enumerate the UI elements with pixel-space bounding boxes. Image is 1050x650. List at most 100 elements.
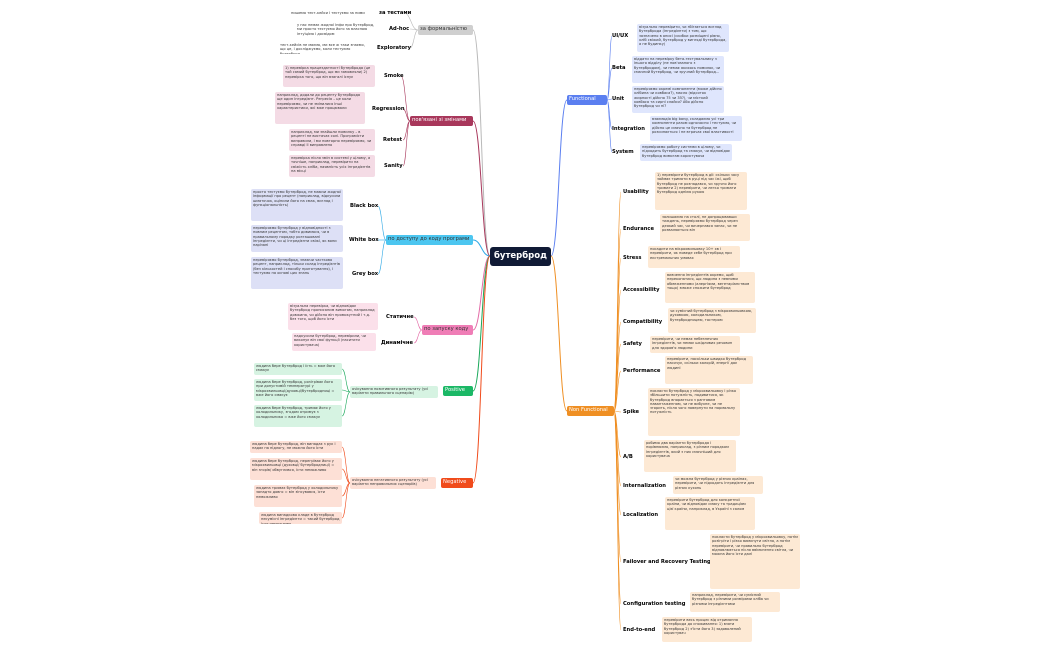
run-label-static: Статичне: [386, 314, 414, 320]
functional-desc-unit: перевіряємо окремі компоненти (може дійс…: [632, 86, 724, 113]
connector-line-8: [403, 12, 419, 31]
nonfunc-desc-performance: перевірити, наскільки швидко бутерброд н…: [665, 356, 753, 384]
negative-case-4: людина випадково кладе в бутерброд несум…: [259, 512, 342, 524]
change-label-retest: Retest: [383, 137, 403, 143]
nonfunc-label-endurance: Endurance: [623, 226, 654, 232]
nonfunc-desc-accessibility: вивчення інгредієнтів окремо, щоб переко…: [665, 272, 755, 303]
connector-line-17: [377, 239, 387, 275]
access-label-whitebox: White box: [349, 237, 379, 243]
positive-description: очікування позитивного результату (усі в…: [350, 386, 438, 398]
nonfunc-desc-internalization: чи можна бутерброд у різних країнах, пер…: [673, 476, 763, 494]
root-node[interactable]: бутерброд: [490, 247, 551, 266]
nonfunc-label-e2e: End-to-end: [623, 627, 656, 633]
connector-line-28: [606, 67, 613, 101]
functional-label-beta: Beta: [612, 65, 626, 71]
negative-case-3: людина тримає бутерброд у холодильнику з…: [254, 485, 342, 507]
run-desc-static: візуальна перевірка, чи відповідає бутер…: [288, 303, 378, 330]
negative-case-1: людина бере бутерброд, він випадає з рук…: [250, 441, 342, 453]
branch-negative[interactable]: Negative: [441, 478, 473, 488]
functional-desc-beta: віддати на перевірку бета-тестувальнику …: [632, 56, 724, 83]
access-desc-greybox: перевіряємо бутерброд, знаючи частково р…: [251, 257, 343, 289]
functional-label-integration: Integration: [612, 126, 645, 132]
change-desc-regression: наприклад, додали до рецепту бутерброда …: [275, 92, 365, 124]
functional-desc-uiux: візуально перевірити, чи збігається вигл…: [637, 24, 729, 52]
nonfunc-desc-stress: посадити на мікрохвильовку 10+ хв і пере…: [648, 246, 740, 268]
functional-label-uiux: UI/UX: [612, 33, 629, 39]
connector-line-39: [613, 410, 622, 413]
nonfunc-label-configuration: Configuration testing: [623, 601, 686, 607]
change-desc-retest: наприклад, ми знайшли помилку – в рецепт…: [289, 129, 375, 151]
connector-line-2: [472, 239, 491, 257]
negative-case-2: людина бере бутерброд, перегріває його у…: [250, 458, 342, 480]
connector-line-11: [400, 75, 411, 122]
negative-description: очікування негативного результату (усі в…: [350, 477, 436, 489]
nonfunc-desc-compatibility: чи сумісний бутерброд з мікрохвильовкою,…: [668, 308, 756, 333]
connector-line-45: [613, 410, 622, 631]
connector-line-24: [341, 468, 351, 484]
connector-line-21: [341, 389, 351, 393]
nonfunc-desc-safety: перевірити, чи немає небезпечних інгреді…: [650, 336, 740, 353]
branch-formal[interactable]: за формальністю: [418, 25, 473, 35]
access-desc-whitebox: перевіряємо бутерброд у відповідності з …: [251, 225, 343, 252]
branch-positive[interactable]: Positive: [443, 386, 473, 396]
branch-access[interactable]: по доступу до коду програми: [386, 235, 473, 245]
connector-line-42: [613, 410, 622, 516]
nonfunc-label-performance: Performance: [623, 368, 661, 374]
change-desc-smoke: 1) перевірка працездатності бутерброда (…: [283, 65, 375, 87]
nonfunc-label-failover: Failover and Recovery Testing: [623, 559, 711, 565]
formal-desc-adhoc: у нас немає жодної інфи про бутерброд, м…: [297, 23, 375, 36]
nonfunc-label-accessibility: Accessibility: [623, 287, 660, 293]
connector-line-13: [402, 120, 411, 141]
run-label-dynamic: Динамічне: [381, 340, 414, 346]
connector-line-38: [613, 370, 622, 412]
positive-case-2: людина бере бутерброд, розігріває його п…: [254, 379, 342, 401]
connector-line-5: [472, 255, 491, 484]
connector-line-0: [472, 29, 491, 257]
connector-line-4: [472, 255, 491, 392]
connector-line-26: [341, 482, 351, 519]
functional-desc-integration: взаємодія big bang, складаємо усі три ко…: [650, 116, 742, 141]
formal-label-exploratory: Exploratory: [377, 45, 411, 51]
connector-line-6: [550, 99, 568, 257]
connector-line-9: [409, 28, 419, 31]
branch-change[interactable]: пов'язані зі змінами: [410, 116, 473, 126]
nonfunc-label-ab: A/B: [623, 454, 633, 460]
connector-line-29: [606, 98, 613, 101]
branch-run[interactable]: по запуску коду: [422, 325, 473, 335]
connector-line-19: [413, 329, 423, 344]
formal-desc-tests: пишемо тест-кейси і тестуємо за ними: [291, 11, 365, 15]
connector-line-27: [606, 35, 613, 101]
nonfunc-desc-e2e: перевірити весь процес від отримання бут…: [662, 617, 752, 642]
formal-label-adhoc: Ad-hoc: [389, 26, 410, 32]
functional-label-system: System: [612, 149, 634, 155]
connector-line-41: [613, 410, 622, 487]
connector-line-3: [472, 255, 491, 331]
nonfunc-label-usability: Usability: [623, 189, 649, 195]
positive-case-1: людина бере бутерброд і їсть = вже його …: [254, 363, 342, 375]
nonfunc-label-internalization: Internalization: [623, 483, 666, 489]
connector-line-25: [341, 482, 351, 497]
nonfunc-label-compatibility: Compatibility: [623, 319, 663, 325]
nonfunc-desc-ab: робимо два варіанти бутерброда і порівню…: [644, 440, 736, 472]
connector-line-31: [606, 99, 613, 153]
branch-nonfunctional[interactable]: Non Functional: [567, 406, 614, 416]
connector-line-23: [341, 446, 351, 484]
nonfunc-label-safety: Safety: [623, 341, 642, 347]
connector-line-14: [402, 120, 411, 167]
formal-desc-exploratory: тест-кейсів не маємо, ми все ж таки знає…: [280, 43, 365, 54]
nonfunc-label-stress: Stress: [623, 255, 642, 261]
functional-desc-system: перевіряємо роботу системи в цілому, чи …: [640, 144, 732, 161]
nonfunc-desc-usability: 1) перевірити бутерброд в дії: скільки ч…: [655, 172, 747, 210]
nonfunc-desc-localization: перевірити бутерброд для конкретної краї…: [665, 497, 755, 530]
connector-line-22: [341, 391, 351, 417]
nonfunc-desc-configuration: наприклад, перевірити, чи сумісний бутер…: [690, 592, 780, 612]
change-label-regression: Regression: [372, 106, 405, 112]
functional-label-unit: Unit: [612, 96, 625, 102]
positive-case-3: людина бере бутерброд, тримає його у хол…: [254, 405, 342, 427]
access-desc-blackbox: просто тестуємо бутерброд, не маючи жодн…: [251, 189, 343, 221]
branch-functional[interactable]: Functional: [567, 95, 607, 105]
connector-line-33: [613, 228, 622, 412]
access-label-blackbox: Black box: [350, 203, 379, 209]
change-label-sanity: Sanity: [384, 163, 403, 169]
